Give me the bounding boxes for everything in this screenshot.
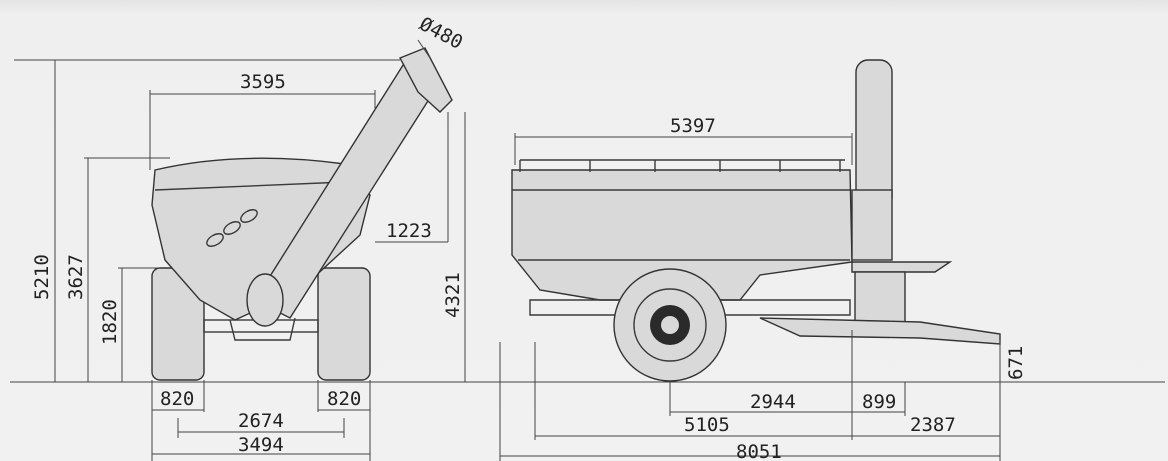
- dim-hitch-height: 671: [1005, 346, 1027, 380]
- front-view-dimensions: [14, 39, 449, 461]
- side-view-dimensions: [464, 112, 1001, 461]
- dim-auger-reach: 1223: [386, 220, 432, 242]
- hopper-body: [151, 157, 371, 321]
- dim-axle-height: 1820: [99, 299, 121, 345]
- dim-hopper-height: 3627: [65, 254, 87, 300]
- dim-hopper-width: 3595: [240, 71, 286, 93]
- dim-overall-height: 5210: [31, 254, 53, 300]
- right-tire: [317, 267, 371, 381]
- auger-gearbox: [246, 273, 284, 327]
- dim-body-length: 5397: [670, 115, 716, 137]
- dim-overall-length: 8051: [736, 441, 782, 461]
- hitch-drawbar: [759, 317, 1001, 345]
- dimension-labels: 5210 3627 1820 3595 Ø480 1223 820 820 26…: [31, 13, 1027, 461]
- dim-axle-to-auger: 2944: [750, 391, 796, 413]
- dim-auger-offset: 899: [862, 391, 896, 413]
- side-view-machine: [511, 59, 1001, 382]
- side-auger-base: [851, 189, 893, 261]
- side-platform: [851, 261, 953, 273]
- side-gearbox: [854, 271, 906, 328]
- dim-discharge-height: 4321: [442, 272, 464, 318]
- dim-tire-width-left: 820: [160, 388, 194, 410]
- dim-overall-width: 3494: [238, 434, 284, 456]
- side-auger-tube: [855, 59, 893, 211]
- dim-hitch-length: 2387: [910, 414, 956, 436]
- front-view-machine: [151, 47, 453, 381]
- dim-tire-width-right: 820: [327, 388, 361, 410]
- dim-track-inner: 2674: [238, 410, 284, 432]
- auger-spout: [399, 47, 453, 113]
- dim-body-to-axle: 5105: [684, 414, 730, 436]
